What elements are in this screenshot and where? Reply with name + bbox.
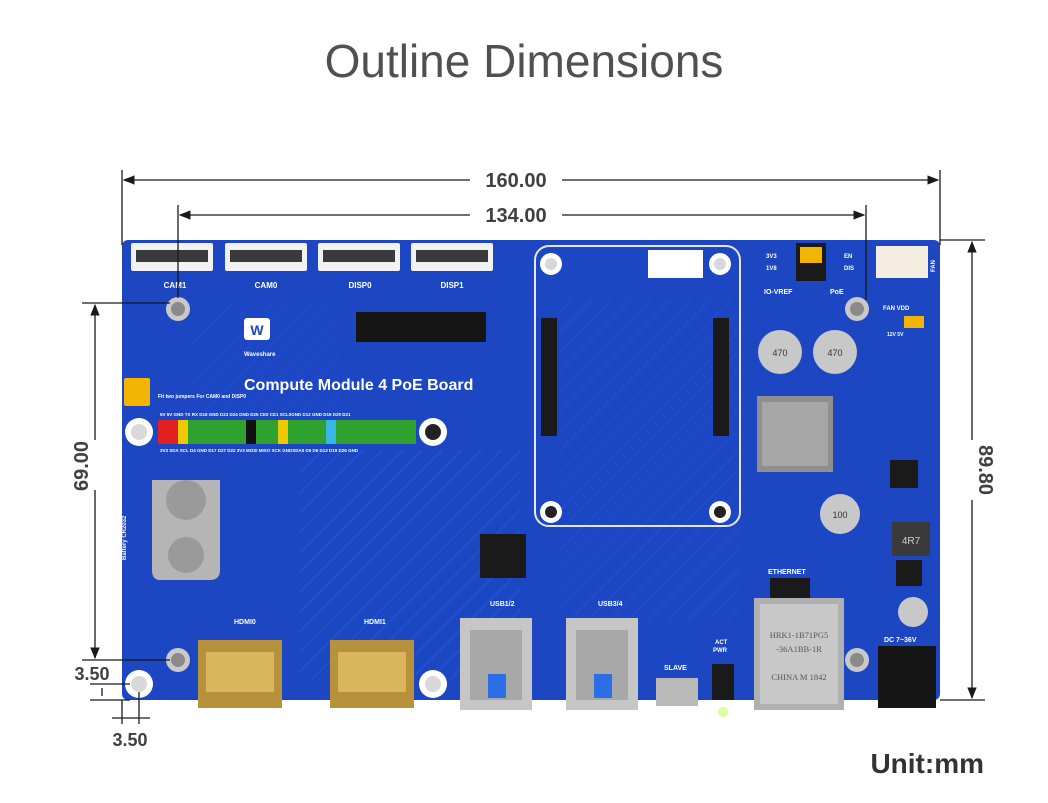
pwr-label: PWR: [713, 648, 728, 654]
micro-usb: [656, 678, 698, 706]
unit-label: Unit:mm: [870, 748, 984, 779]
ethernet-port: [754, 598, 844, 710]
mounting-hole-top-left: [166, 297, 190, 321]
v1v8-label: 1V8: [766, 266, 777, 272]
waveshare-logo: W Waveshare: [244, 318, 276, 358]
jumper-note: Fit two jumpers For CAM0 and DISP0: [158, 394, 246, 400]
pin-header-top: [356, 312, 486, 342]
usb12-label: USB1/2: [490, 601, 515, 608]
dim-overall-width: 160.00: [485, 170, 546, 192]
cap-label-2: 470: [827, 348, 842, 358]
corner-hole-left: [125, 418, 153, 446]
power-header: [796, 243, 928, 328]
usb34-label: USB3/4: [598, 601, 623, 608]
magjack-line3: CHINA M 1842: [771, 672, 826, 682]
cap-label-1: 470: [772, 348, 787, 358]
corner-hole-mid: [419, 418, 447, 446]
hdmi1-label: HDMI1: [364, 619, 386, 626]
inductor-label: 4R7: [902, 536, 921, 547]
act-label: ACT: [715, 640, 728, 646]
ics: [480, 460, 922, 598]
fpc-connectors: [131, 243, 493, 271]
disp1-label: DISP1: [440, 281, 464, 290]
io-vref-label: IO-VREF: [764, 289, 793, 296]
corner-hole-hdmi: [419, 670, 447, 698]
mounting-holes: [125, 297, 869, 698]
capacitors: [758, 330, 928, 627]
cm4-socket: [534, 245, 741, 527]
magjack-line1: HRK1-1B71PG5: [770, 630, 829, 640]
cam0-label: CAM0: [255, 281, 278, 290]
mounting-hole-top-right: [845, 297, 869, 321]
hdmi0-label: HDMI0: [234, 619, 256, 626]
svg-text:W: W: [250, 322, 264, 338]
dis-label: DIS: [844, 266, 854, 272]
corner-hole-bottom-left: [125, 670, 153, 698]
mounting-hole-bottom-left: [166, 648, 190, 672]
gpio-header: [158, 420, 416, 444]
v3v3-label: 3V3: [766, 254, 777, 260]
brand-label: Waveshare: [244, 352, 276, 358]
magjack-line2: -36A1BB-1R: [776, 644, 822, 654]
dim-offset-horizontal: 3.50: [112, 730, 147, 750]
fan-volt-label: 12V 5V: [887, 332, 904, 338]
poe-transformer: [757, 396, 833, 472]
slave-label: SLAVE: [664, 665, 687, 672]
battery-label: Battery CR2032: [122, 515, 128, 560]
mounting-hole-bottom-right: [845, 648, 869, 672]
hdmi-ports: [198, 640, 414, 708]
dim-overall-height: 89.80: [974, 445, 996, 495]
battery-holder: [152, 480, 220, 580]
pcb-board: [122, 240, 940, 700]
page-title: Outline Dimensions: [324, 35, 724, 87]
cap-label-3: 100: [832, 510, 847, 520]
inductor: [892, 522, 930, 556]
usb-ports: [460, 618, 638, 710]
dc-label: DC 7~36V: [884, 637, 917, 644]
fan-vdd-label: FAN VDD: [883, 306, 910, 312]
dc-jack: [878, 646, 936, 708]
poe-label: PoE: [830, 289, 844, 296]
dim-hole-span-height: 69.00: [71, 441, 93, 491]
cam1-label: CAM1: [164, 281, 187, 290]
dim-offset-vertical: 3.50: [74, 664, 109, 684]
dimension-lines: [82, 170, 985, 724]
jumper-cam: [124, 378, 150, 406]
fan-label: FAN: [931, 260, 937, 272]
board-name: Compute Module 4 PoE Board: [244, 377, 473, 394]
en-label: EN: [844, 254, 852, 260]
dim-hole-span-width: 134.00: [485, 205, 546, 227]
led-indicators: [712, 664, 734, 717]
gpio-bottom-labels: 3V3 SDA SCL D4 GND D17 D27 D22 3V3 MOSI …: [160, 448, 359, 453]
disp0-label: DISP0: [348, 281, 372, 290]
ethernet-label: ETHERNET: [768, 569, 806, 576]
gpio-top-labels: 5V 5V GND TX RX D18 GND D23 D24 GND D25 …: [160, 412, 351, 417]
